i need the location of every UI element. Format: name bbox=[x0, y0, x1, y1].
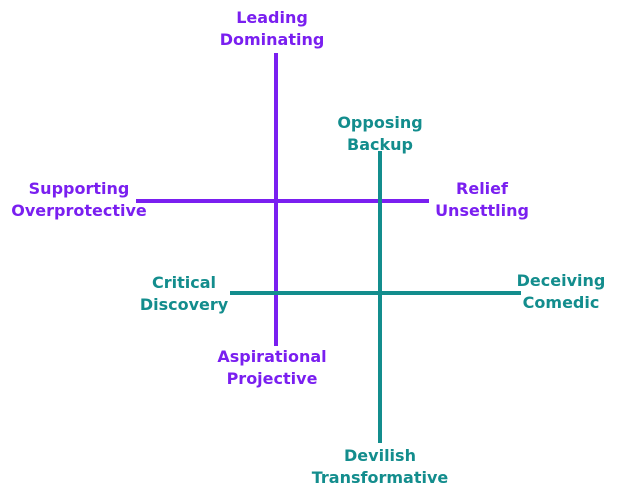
teal-right-label: Deceiving Comedic bbox=[517, 270, 606, 314]
label-line: Backup bbox=[347, 135, 413, 154]
label-line: Projective bbox=[226, 369, 318, 388]
teal-left-label: Critical Discovery bbox=[140, 272, 228, 316]
label-line: Opposing bbox=[337, 113, 423, 132]
label-line: Deceiving bbox=[516, 271, 606, 290]
label-line: Overprotective bbox=[11, 201, 147, 220]
label-line: Leading bbox=[236, 8, 308, 27]
teal-bottom-label: Devilish Transformative bbox=[312, 445, 448, 489]
purple-left-label: Supporting Overprotective bbox=[11, 178, 147, 222]
label-line: Unsettling bbox=[435, 201, 529, 220]
label-line: Dominating bbox=[219, 30, 325, 49]
label-line: Comedic bbox=[522, 293, 600, 312]
purple-bottom-label: Aspirational Projective bbox=[217, 346, 326, 390]
label-line: Devilish bbox=[344, 446, 416, 465]
teal-top-label: Opposing Backup bbox=[337, 112, 422, 156]
label-line: Critical bbox=[151, 273, 216, 292]
label-line: Aspirational bbox=[217, 347, 327, 366]
label-line: Relief bbox=[456, 179, 508, 198]
label-line: Supporting bbox=[28, 179, 130, 198]
purple-top-label: Leading Dominating bbox=[220, 7, 325, 51]
purple-right-label: Relief Unsettling bbox=[435, 178, 529, 222]
label-line: Transformative bbox=[311, 468, 449, 487]
label-line: Discovery bbox=[139, 295, 229, 314]
